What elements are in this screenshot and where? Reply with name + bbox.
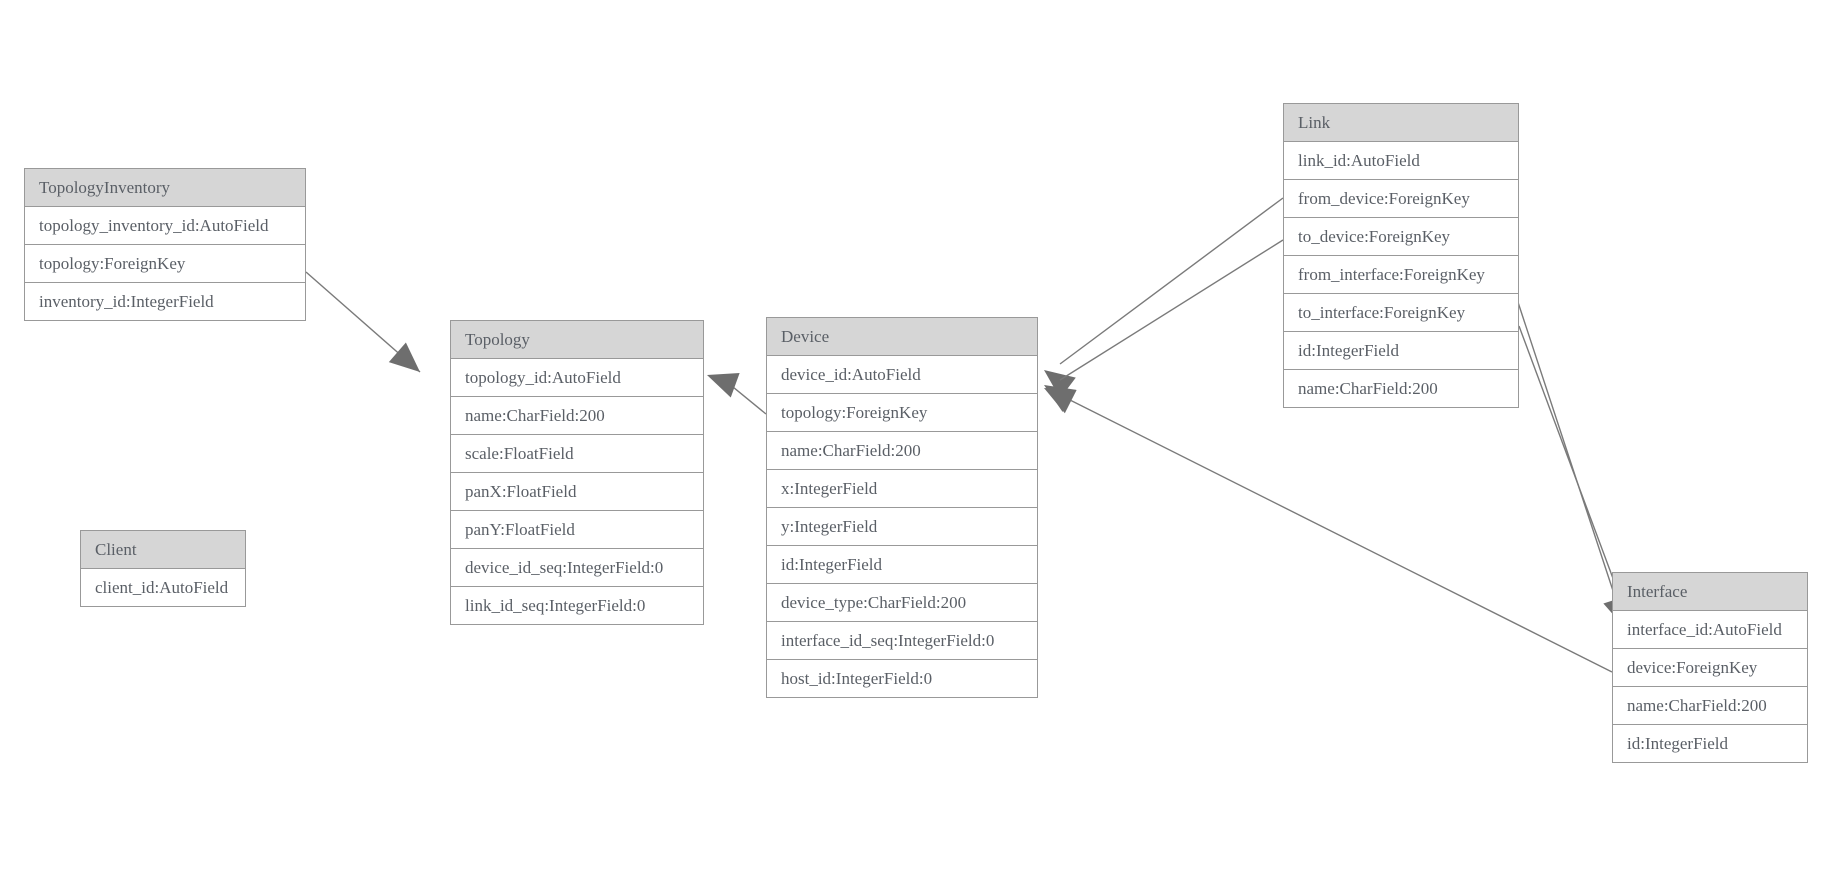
relation-topologyinventory-topology	[305, 271, 421, 373]
entity-field-row[interactable]: client_id:AutoField	[81, 569, 245, 606]
entity-field-row[interactable]: id:IntegerField	[767, 546, 1037, 584]
relation-line	[1061, 395, 1613, 673]
entity-title-device: Device	[767, 318, 1037, 356]
relation-arrowhead	[1044, 385, 1077, 412]
relation-line	[305, 271, 421, 373]
relation-line	[1059, 239, 1284, 381]
entity-field-row[interactable]: link_id_seq:IntegerField:0	[451, 587, 703, 624]
entity-field-row[interactable]: device_id:AutoField	[767, 356, 1037, 394]
entity-field-row[interactable]: panY:FloatField	[451, 511, 703, 549]
entity-field-row[interactable]: name:CharField:200	[767, 432, 1037, 470]
relation-line	[1511, 283, 1621, 613]
relation-arrowhead	[1044, 388, 1077, 414]
relation-arrowhead	[707, 373, 740, 398]
entity-title-topology_inventory: TopologyInventory	[25, 169, 305, 207]
entity-field-row[interactable]: device:ForeignKey	[1613, 649, 1807, 687]
relation-arrowhead	[388, 342, 420, 372]
relation-link-from_device	[1044, 197, 1284, 399]
entity-field-row[interactable]: topology:ForeignKey	[25, 245, 305, 283]
entity-field-row[interactable]: topology_inventory_id:AutoField	[25, 207, 305, 245]
entity-field-row[interactable]: host_id:IntegerField:0	[767, 660, 1037, 697]
entity-field-row[interactable]: interface_id_seq:IntegerField:0	[767, 622, 1037, 660]
entity-field-row[interactable]: name:CharField:200	[1613, 687, 1807, 725]
entity-field-row[interactable]: panX:FloatField	[451, 473, 703, 511]
entity-field-row[interactable]: topology_id:AutoField	[451, 359, 703, 397]
entity-field-row[interactable]: interface_id:AutoField	[1613, 611, 1807, 649]
entity-field-row[interactable]: id:IntegerField	[1613, 725, 1807, 762]
entity-field-row[interactable]: x:IntegerField	[767, 470, 1037, 508]
entity-field-row[interactable]: to_device:ForeignKey	[1284, 218, 1518, 256]
relation-line	[1059, 197, 1284, 365]
entity-field-row[interactable]: name:CharField:200	[451, 397, 703, 435]
entity-title-client: Client	[81, 531, 245, 569]
entity-title-interface: Interface	[1613, 573, 1807, 611]
relation-interface-device	[1044, 388, 1613, 673]
entity-field-row[interactable]: from_device:ForeignKey	[1284, 180, 1518, 218]
relation-arrowhead	[1044, 370, 1076, 399]
relation-device-topology	[707, 373, 767, 415]
entity-field-row[interactable]: link_id:AutoField	[1284, 142, 1518, 180]
entity-field-row[interactable]: inventory_id:IntegerField	[25, 283, 305, 320]
relation-line	[721, 377, 767, 415]
entity-field-row[interactable]: from_interface:ForeignKey	[1284, 256, 1518, 294]
entity-field-row[interactable]: device_id_seq:IntegerField:0	[451, 549, 703, 587]
relation-line	[1518, 325, 1628, 617]
entity-title-topology: Topology	[451, 321, 703, 359]
entity-field-row[interactable]: device_type:CharField:200	[767, 584, 1037, 622]
entity-field-row[interactable]: name:CharField:200	[1284, 370, 1518, 407]
entity-field-row[interactable]: to_interface:ForeignKey	[1284, 294, 1518, 332]
relation-link-to_device	[1044, 239, 1284, 412]
entity-field-row[interactable]: id:IntegerField	[1284, 332, 1518, 370]
entity-field-row[interactable]: y:IntegerField	[767, 508, 1037, 546]
entity-field-row[interactable]: scale:FloatField	[451, 435, 703, 473]
entity-title-link: Link	[1284, 104, 1518, 142]
entity-field-row[interactable]: topology:ForeignKey	[767, 394, 1037, 432]
